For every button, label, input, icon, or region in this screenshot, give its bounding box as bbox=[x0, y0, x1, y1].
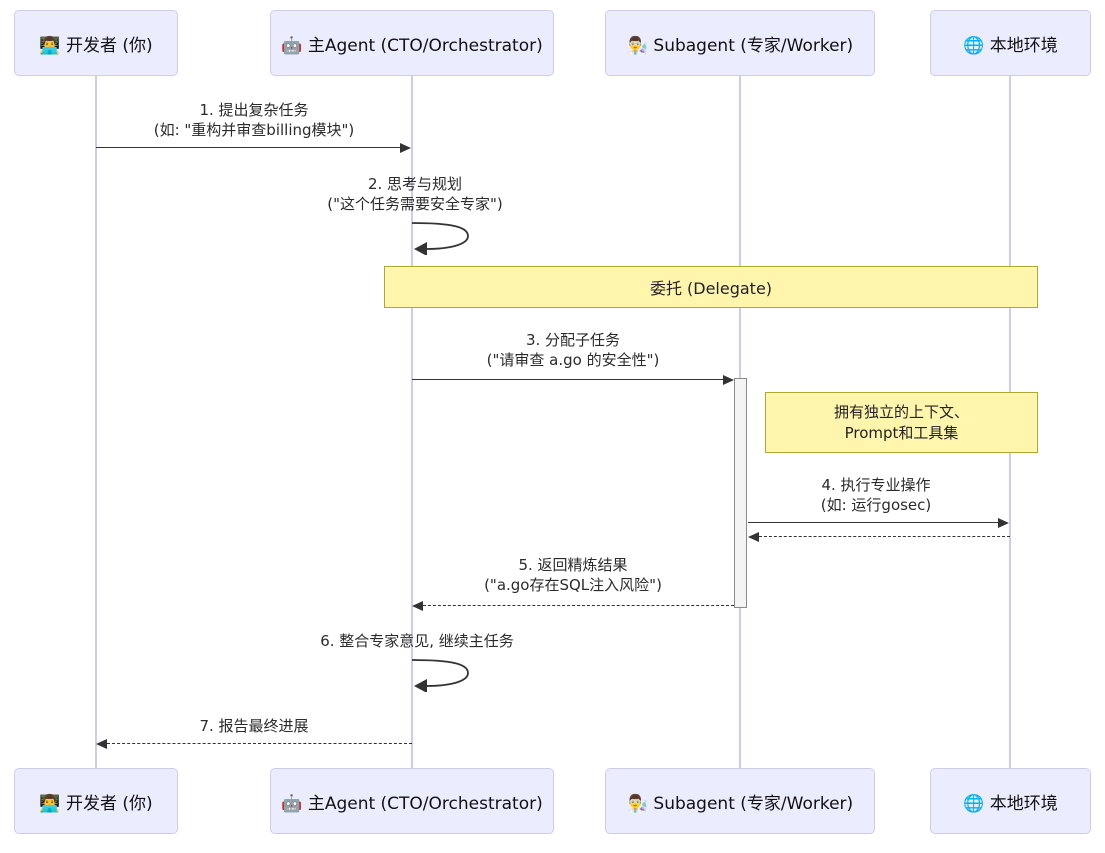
actor-main-agent-label: 🤖 主Agent (CTO/Orchestrator) bbox=[281, 35, 543, 56]
message-4-arrow-line bbox=[748, 522, 999, 523]
message-1-label: 1. 提出复杂任务 (如: "重构并审查billing模块") bbox=[153, 101, 355, 139]
lifeline-developer bbox=[95, 76, 97, 768]
actor-local-env-bottom: 🌐 本地环境 bbox=[930, 768, 1091, 834]
activation-bar-subagent bbox=[734, 378, 747, 608]
message-2-label: 2. 思考与规划 ("这个任务需要安全专家") bbox=[327, 175, 503, 213]
note-line-2: Prompt和工具集 bbox=[844, 423, 959, 442]
actor-subagent-label: 👨‍🔬 Subagent (专家/Worker) bbox=[626, 35, 854, 56]
actor-main-agent-bottom: 🤖 主Agent (CTO/Orchestrator) bbox=[270, 768, 554, 834]
message-5-label: 5. 返回精炼结果 ("a.go存在SQL注入风险") bbox=[484, 556, 662, 594]
message-3-arrow-line bbox=[412, 379, 723, 380]
actor-subagent-top: 👨‍🔬 Subagent (专家/Worker) bbox=[605, 10, 875, 76]
lifeline-main-agent bbox=[411, 76, 413, 768]
message-1-arrow-line bbox=[96, 147, 401, 148]
delegate-band-label: 委托 (Delegate) bbox=[649, 279, 773, 298]
message-6-self-loop-arrow-icon bbox=[411, 659, 469, 692]
message-3-label: 3. 分配子任务 ("请审查 a.go 的安全性") bbox=[486, 331, 660, 369]
message-5-arrow-line bbox=[423, 605, 734, 606]
note-independent-context: 拥有独立的上下文、 Prompt和工具集 bbox=[765, 392, 1038, 453]
actor-developer-top: 👨‍💻 开发者 (你) bbox=[14, 10, 178, 76]
actor-developer-label: 👨‍💻 开发者 (你) bbox=[39, 35, 153, 56]
message-4-return-arrowhead-icon bbox=[748, 532, 759, 542]
message-7-arrow-line bbox=[107, 743, 412, 744]
message-7-label: 7. 报告最终进展 bbox=[199, 717, 309, 735]
message-6-label: 6. 整合专家意见, 继续主任务 bbox=[320, 632, 514, 650]
actor-subagent-bottom: 👨‍🔬 Subagent (专家/Worker) bbox=[605, 768, 875, 834]
actor-subagent-label: 👨‍🔬 Subagent (专家/Worker) bbox=[626, 793, 854, 814]
message-3-arrowhead-icon bbox=[723, 375, 734, 385]
message-4-arrowhead-icon bbox=[998, 518, 1009, 528]
actor-local-env-label: 🌐 本地环境 bbox=[963, 35, 1058, 56]
actor-main-agent-top: 🤖 主Agent (CTO/Orchestrator) bbox=[270, 10, 554, 76]
actor-local-env-top: 🌐 本地环境 bbox=[930, 10, 1091, 76]
actor-main-agent-label: 🤖 主Agent (CTO/Orchestrator) bbox=[281, 793, 543, 814]
message-1-arrowhead-icon bbox=[400, 143, 411, 153]
message-5-arrowhead-icon bbox=[412, 601, 423, 611]
actor-local-env-label: 🌐 本地环境 bbox=[963, 793, 1058, 814]
delegate-band: 委托 (Delegate) bbox=[384, 266, 1038, 308]
message-4-return-arrow-line bbox=[759, 536, 1010, 537]
actor-developer-bottom: 👨‍💻 开发者 (你) bbox=[14, 768, 178, 834]
message-7-arrowhead-icon bbox=[96, 739, 107, 749]
message-2-self-loop-arrow-icon bbox=[411, 222, 469, 255]
message-4-label: 4. 执行专业操作 (如: 运行gosec) bbox=[820, 476, 932, 514]
actor-developer-label: 👨‍💻 开发者 (你) bbox=[39, 793, 153, 814]
note-line-1: 拥有独立的上下文、 bbox=[833, 402, 969, 421]
